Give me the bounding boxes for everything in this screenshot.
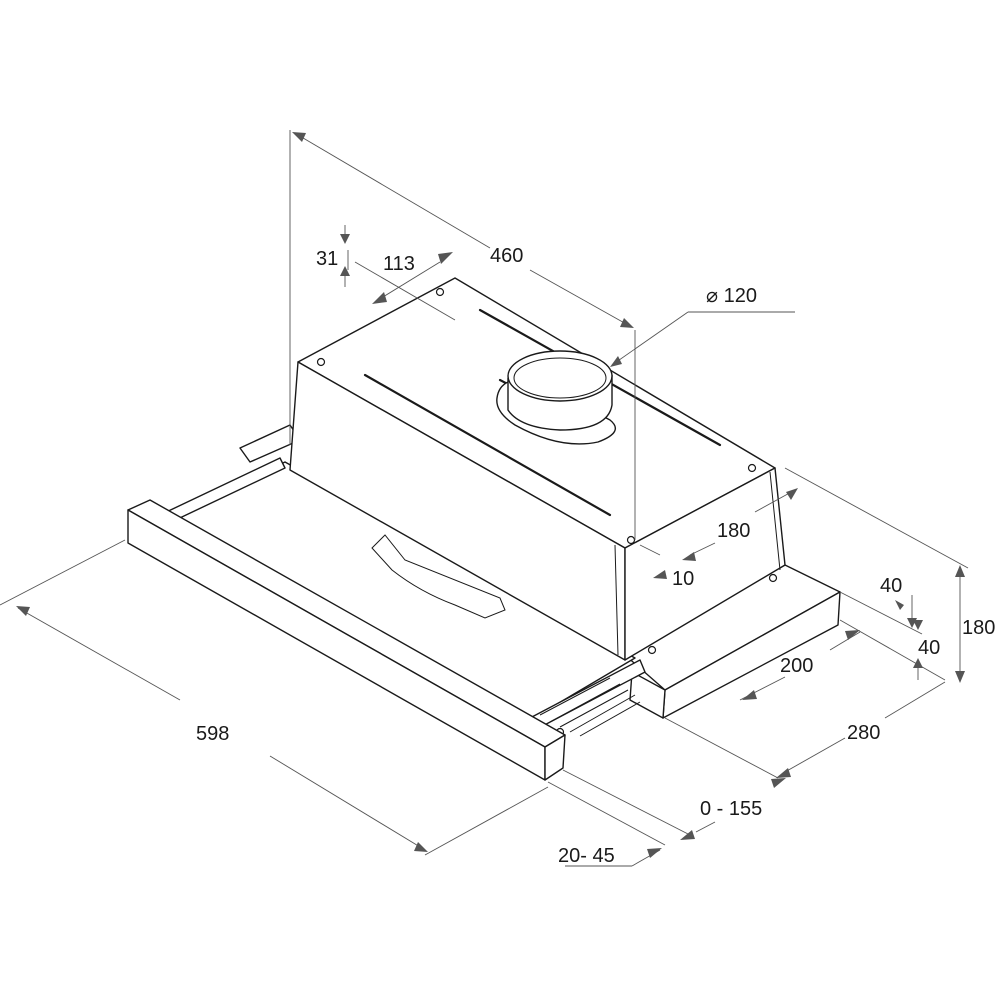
mount-hole	[647, 645, 657, 655]
label-width: 598	[196, 723, 229, 745]
tray-handle-recess	[371, 534, 506, 619]
duct-collar-rim	[507, 350, 613, 402]
mount-hole	[626, 535, 636, 545]
duct-collar-inner	[513, 357, 607, 399]
dimension-labels: 460 113 31 ⌀ 120 180 10 40 180 40 200 28…	[196, 245, 995, 867]
front-handle-bar-end	[544, 734, 566, 781]
label-duct-offset-side: 31	[316, 248, 338, 270]
label-duct-offset-depth: 113	[383, 253, 415, 275]
box-right-side	[624, 467, 786, 661]
label-depth: 460	[490, 245, 523, 267]
label-bracket-side: 40	[918, 637, 940, 659]
label-duct-diameter: ⌀ 120	[706, 285, 757, 307]
label-bracket-width: 200	[780, 655, 813, 677]
hood-body	[127, 277, 841, 781]
label-rear-gap: 180	[717, 520, 750, 542]
label-front-offset: 20- 45	[558, 845, 615, 867]
mount-hole	[768, 573, 778, 583]
mount-hole	[316, 357, 326, 367]
dimension-lines	[0, 130, 969, 867]
mount-hole	[435, 287, 445, 297]
tray-rail-detail	[539, 677, 641, 737]
label-body-depth: 280	[847, 722, 880, 744]
mount-hole	[747, 463, 757, 473]
right-chassis-side	[629, 671, 666, 719]
top-slot-left	[363, 373, 612, 517]
label-bracket-top: 40	[880, 575, 902, 597]
box-right-edge	[614, 471, 781, 656]
label-height: 180	[962, 617, 995, 639]
label-slide-travel: 0 - 155	[700, 798, 762, 820]
label-lower-gap: 10	[672, 568, 694, 590]
